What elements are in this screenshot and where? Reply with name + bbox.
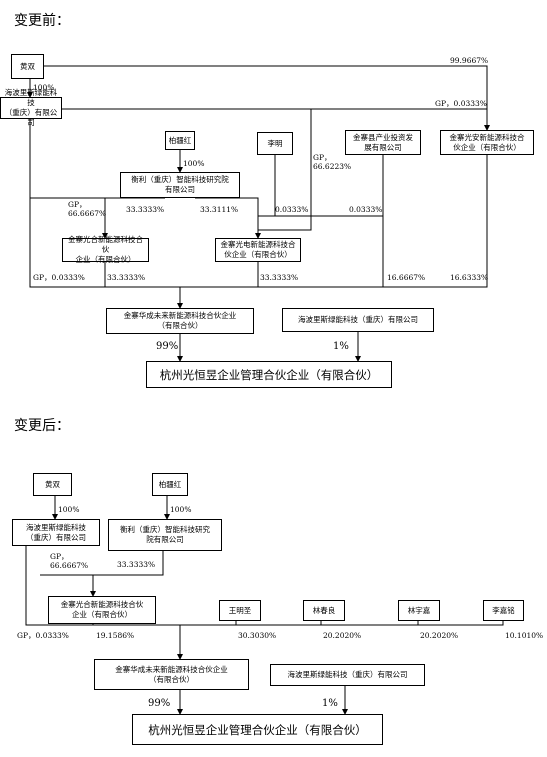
heading-before: 变更前： xyxy=(14,13,70,29)
pct-label: 33.3333% xyxy=(260,273,299,282)
pct-label: 30.3030% xyxy=(238,631,277,640)
pct-label: 33.3333% xyxy=(107,273,146,282)
pct-label: 100% xyxy=(58,505,80,514)
entity-lijiaming: 李嘉铭 xyxy=(483,600,524,621)
pct-label: 100% xyxy=(170,505,192,514)
entity-huangshuang: 黄双 xyxy=(11,54,44,79)
entity-haibolisi: 海波里斯绿能科技 （重庆）有限公司 xyxy=(0,88,62,127)
entity-hengli: 衡利（重庆）智能科技研究 院有限公司 xyxy=(108,519,222,551)
pct-label: GP，0.0333% xyxy=(17,631,69,640)
pct-label: 33.3333% xyxy=(126,205,165,214)
pct-label: GP， 66.6223% xyxy=(313,153,352,171)
pct-label: 1% xyxy=(322,698,338,709)
pct-label: 16.6333% xyxy=(450,273,489,282)
pct-label: 0.0333% xyxy=(275,205,309,214)
entity-haibolisi: 海波里斯绿能科技 （重庆）有限公司 xyxy=(12,519,100,546)
entity-guanghe: 金寨光合新能源科技合伙 企业（有限合伙） xyxy=(62,235,149,264)
pct-label: 100% xyxy=(183,159,205,168)
pct-label: 100% xyxy=(33,83,55,92)
entity-huangshuang: 黄双 xyxy=(33,473,72,496)
pct-label: GP， 66.6667% xyxy=(68,200,107,218)
entity-linyujia: 林宇嘉 xyxy=(398,600,440,621)
entity-haibo-right: 海波里斯绿能科技（重庆）有限公司 xyxy=(282,308,434,332)
entity-guangan: 金寨光安新能源科技合 伙企业（有限合伙） xyxy=(440,130,534,155)
entity-huacheng: 金寨华成未来新能源科技合伙企业 （有限合伙） xyxy=(106,308,254,334)
pct-label: 16.6667% xyxy=(387,273,426,282)
pct-label: 33.3333% xyxy=(117,560,156,569)
heading-after: 变更后： xyxy=(14,418,70,434)
entity-liming: 李明 xyxy=(257,132,293,155)
pct-label: 99% xyxy=(148,698,171,709)
pct-label: 99% xyxy=(156,341,179,352)
entity-hangzhou: 杭州光恒昱企业管理合伙企业（有限合伙） xyxy=(146,361,392,388)
pct-label: 1% xyxy=(333,341,349,352)
pct-label: 10.1010% xyxy=(505,631,544,640)
entity-baijianghong: 柏疆红 xyxy=(152,473,188,496)
entity-county-invest: 金寨县产业投资发 展有限公司 xyxy=(345,130,421,155)
pct-label: GP， 66.6667% xyxy=(50,552,89,570)
entity-haibo-right: 海波里斯绿能科技（重庆）有限公司 xyxy=(270,664,425,686)
entity-guangdian: 金寨光电新能源科技合 伙企业（有限合伙） xyxy=(215,238,301,262)
pct-label: GP，0.0333% xyxy=(435,99,487,108)
pct-label: 0.0333% xyxy=(349,205,383,214)
pct-label: 20.2020% xyxy=(323,631,362,640)
entity-wangmingsheng: 王明圣 xyxy=(219,600,261,621)
pct-label: 99.9667% xyxy=(450,56,489,65)
entity-hengli: 衡利（重庆）智能科技研究院 有限公司 xyxy=(120,172,240,198)
pct-label: 33.3111% xyxy=(200,205,239,214)
pct-label: GP，0.0333% xyxy=(33,273,85,282)
entity-hangzhou: 杭州光恒昱企业管理合伙企业（有限合伙） xyxy=(132,714,383,745)
pct-label: 19.1586% xyxy=(96,631,135,640)
entity-guanghe: 金寨光合新能源科技合伙 企业（有限合伙） xyxy=(48,596,156,624)
entity-linchunliang: 林春良 xyxy=(303,600,345,621)
pct-label: 20.2020% xyxy=(420,631,459,640)
entity-huacheng: 金寨华成未来新能源科技合伙企业 （有限合伙） xyxy=(94,659,249,690)
entity-baijianghong: 柏疆红 xyxy=(165,131,195,150)
